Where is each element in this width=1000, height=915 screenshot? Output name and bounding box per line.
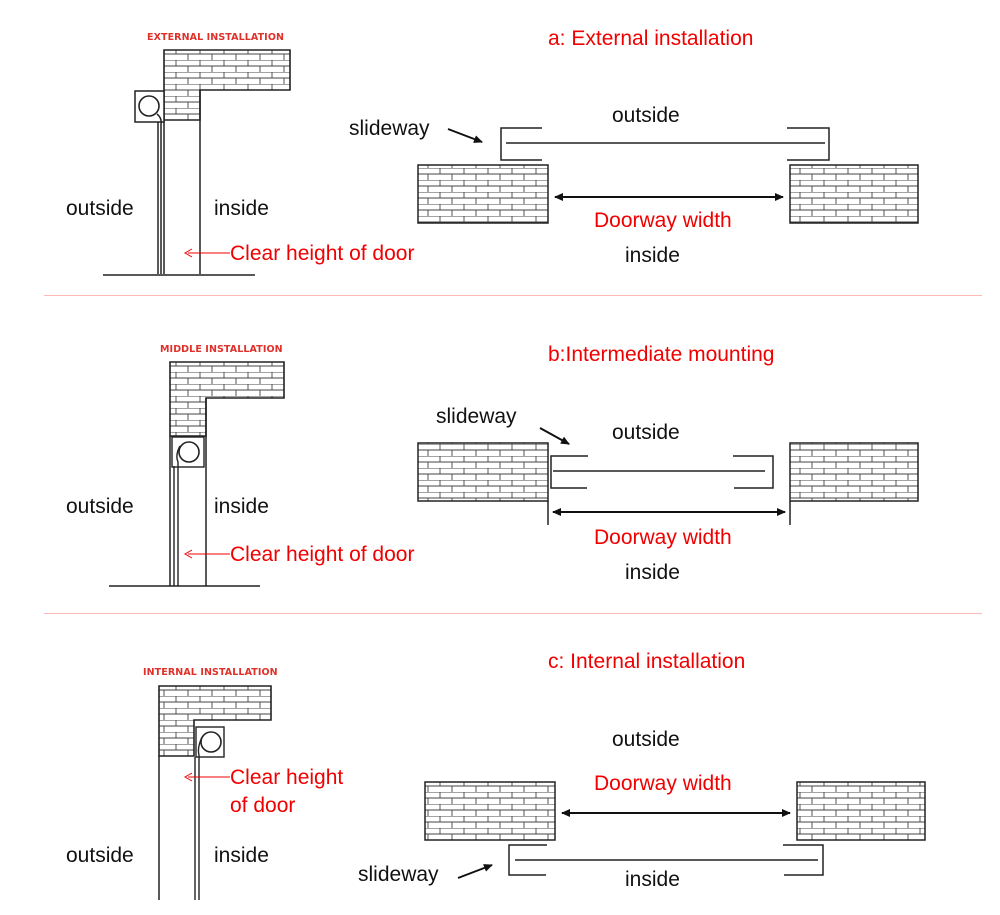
slideway-pointer-arrow — [447, 128, 483, 143]
slideway-pointer-arrow — [539, 427, 570, 445]
slideway-pointer-arrow — [457, 864, 493, 879]
section-a-title: a: External installation — [548, 27, 754, 50]
section-c-plan-outside: outside — [612, 728, 680, 751]
section-b-plan-inside: inside — [625, 561, 680, 584]
section-c-clear-height-line2: of door — [230, 794, 296, 817]
section-c-side-inside: inside — [214, 844, 269, 867]
section-a-plan-outside: outside — [612, 104, 680, 127]
section-b-slideway: slideway — [436, 405, 517, 428]
slideway-right — [783, 844, 824, 876]
section-divider-1 — [44, 295, 982, 296]
plan-view-middle — [417, 427, 919, 525]
section-c-slideway: slideway — [358, 863, 439, 886]
wall-left — [417, 442, 549, 502]
wall-right — [789, 442, 919, 502]
plan-view-internal — [424, 781, 926, 879]
section-a-caption: EXTERNAL INSTALLATION — [147, 32, 285, 43]
section-b-caption: MIDDLE INSTALLATION — [160, 344, 283, 355]
section-a-plan-inside: inside — [625, 244, 680, 267]
section-a-side-outside: outside — [66, 197, 134, 220]
section-a-doorway-width: Doorway width — [594, 209, 732, 232]
section-b-doorway-width: Doorway width — [594, 526, 732, 549]
section-b-side-outside: outside — [66, 495, 134, 518]
section-a-clear-height: Clear height of door — [230, 242, 415, 265]
plan-view-external — [417, 127, 919, 224]
side-view-external — [103, 49, 291, 276]
section-b-side-inside: inside — [214, 495, 269, 518]
section-c-title: c: Internal installation — [548, 650, 746, 673]
slideway-right — [733, 455, 774, 489]
section-a-slideway: slideway — [349, 117, 430, 140]
section-c-side-outside: outside — [66, 844, 134, 867]
section-b-plan-outside: outside — [612, 421, 680, 444]
slideway-right — [787, 127, 830, 161]
wall-right — [789, 164, 919, 224]
section-divider-2 — [44, 613, 982, 614]
roller-drum-icon — [138, 95, 160, 117]
wall-right — [796, 781, 926, 841]
section-c-caption: INTERNAL INSTALLATION — [143, 667, 278, 678]
slideway-left — [500, 127, 542, 161]
wall-left — [424, 781, 556, 841]
section-c-doorway-width: Doorway width — [594, 772, 732, 795]
roller-drum-icon — [178, 441, 200, 463]
wall-left — [417, 164, 549, 224]
side-view-middle — [109, 361, 285, 587]
section-a-side-inside: inside — [214, 197, 269, 220]
side-view-internal — [158, 685, 272, 900]
section-c-clear-height-line1: Clear height — [230, 766, 344, 789]
slideway-left — [550, 455, 588, 489]
roller-drum-icon — [200, 731, 222, 753]
section-b-clear-height: Clear height of door — [230, 543, 415, 566]
section-b-title: b:Intermediate mounting — [548, 343, 775, 366]
section-c-plan-inside: inside — [625, 868, 680, 891]
slideway-left — [508, 844, 547, 876]
